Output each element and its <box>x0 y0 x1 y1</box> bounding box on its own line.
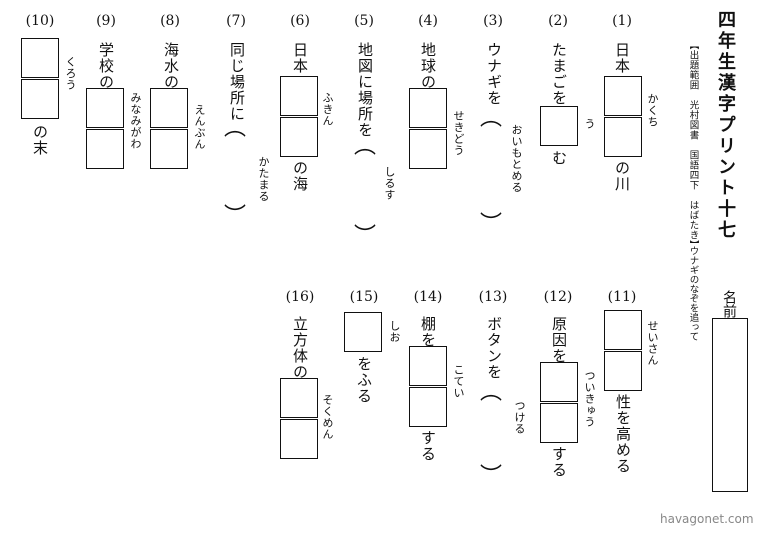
answer-box[interactable] <box>150 88 188 128</box>
answer-box[interactable] <box>344 312 382 352</box>
answer-box[interactable] <box>604 117 642 157</box>
answer-box[interactable] <box>604 351 642 391</box>
question-suffix: の末 <box>31 124 49 156</box>
answer-box[interactable] <box>280 117 318 157</box>
site-watermark: havagonet.com <box>660 512 754 526</box>
answer-box[interactable] <box>604 310 642 350</box>
paren-open: ︵ <box>480 106 503 131</box>
question-number: (1) <box>612 13 632 29</box>
answer-box[interactable] <box>280 76 318 116</box>
answer-box[interactable] <box>150 129 188 169</box>
answer-box[interactable] <box>21 79 59 119</box>
question-number: (5) <box>354 13 374 29</box>
furigana: くろう <box>64 56 77 91</box>
unit-title: ウナギのなぞを追って <box>687 246 699 341</box>
question-number: (10) <box>25 13 55 29</box>
answer-box[interactable] <box>540 403 578 443</box>
furigana: しお <box>388 320 401 343</box>
paren-open: ︵ <box>354 134 377 159</box>
question-prefix: 日本 <box>613 42 631 74</box>
answer-box[interactable] <box>409 129 447 169</box>
answer-blank[interactable] <box>216 138 252 212</box>
furigana: こてい <box>452 364 465 399</box>
answer-blank[interactable] <box>346 156 382 234</box>
question-number: (16) <box>285 289 315 305</box>
question-number: (8) <box>160 13 180 29</box>
question-suffix: する <box>419 430 437 462</box>
question-prefix: ボタンを <box>485 316 503 380</box>
furigana: おいもとめる <box>510 124 523 193</box>
question-prefix: 立方体の <box>291 316 309 380</box>
question-number: (4) <box>418 13 438 29</box>
question-suffix: の海 <box>291 160 309 192</box>
question-number: (15) <box>349 289 379 305</box>
name-field[interactable] <box>712 318 748 492</box>
paren-open: ︵ <box>224 116 247 141</box>
question-suffix: する <box>550 446 568 478</box>
furigana: みなみがわ <box>129 92 142 150</box>
question-number: (6) <box>290 13 310 29</box>
answer-box[interactable] <box>409 387 447 427</box>
question-prefix: 地球の <box>419 42 437 90</box>
answer-box[interactable] <box>540 362 578 402</box>
furigana: せいさん <box>646 320 659 366</box>
paren-open: ︵ <box>480 380 503 405</box>
answer-box[interactable] <box>604 76 642 116</box>
name-label: 名前 <box>721 290 737 318</box>
furigana: かたまる <box>257 156 270 202</box>
question-prefix: 学校の <box>97 42 115 90</box>
answer-box[interactable] <box>280 378 318 418</box>
furigana: えんぶん <box>193 104 206 150</box>
question-number: (13) <box>478 289 508 305</box>
answer-box[interactable] <box>280 419 318 459</box>
furigana: つける <box>513 400 526 435</box>
answer-box[interactable] <box>409 88 447 128</box>
furigana: しるす <box>383 166 396 201</box>
question-prefix: 海水の <box>162 42 180 90</box>
furigana: せきどう <box>452 110 465 156</box>
question-number: (3) <box>483 13 503 29</box>
paren-close: ︶ <box>480 464 503 489</box>
answer-box[interactable] <box>86 129 124 169</box>
page-title: 四年生漢字プリント十七 <box>715 10 736 241</box>
question-suffix: の川 <box>613 160 631 192</box>
question-number: (2) <box>548 13 568 29</box>
question-prefix: たまごを <box>550 42 568 106</box>
furigana: う <box>583 118 596 130</box>
question-prefix: ウナギを <box>485 42 503 106</box>
answer-box[interactable] <box>86 88 124 128</box>
answer-box[interactable] <box>21 38 59 78</box>
question-prefix: 日本 <box>291 42 309 74</box>
paren-close: ︶ <box>354 224 377 249</box>
furigana: そくめん <box>321 394 334 440</box>
question-suffix: をふる <box>355 356 373 404</box>
furigana: ついきゅう <box>583 370 596 428</box>
question-prefix: 地図に場所を <box>356 42 374 138</box>
question-prefix: 棚を <box>419 316 437 348</box>
question-suffix: む <box>550 150 568 166</box>
paren-close: ︶ <box>224 204 247 229</box>
question-number: (7) <box>226 13 246 29</box>
question-number: (9) <box>96 13 116 29</box>
furigana: かくち <box>646 93 659 128</box>
question-prefix: 同じ場所に <box>228 42 246 122</box>
question-number: (14) <box>413 289 443 305</box>
question-number: (12) <box>543 289 573 305</box>
answer-blank[interactable] <box>472 128 508 216</box>
question-prefix: 原因を <box>550 316 568 364</box>
question-suffix: 性を高める <box>614 394 632 474</box>
answer-box[interactable] <box>540 106 578 146</box>
question-number: (11) <box>607 289 637 305</box>
source-range: 【出題範囲 光村図書 国語四下 はばたき】 <box>687 40 699 250</box>
furigana: ふきん <box>321 92 334 127</box>
paren-close: ︶ <box>480 212 503 237</box>
answer-box[interactable] <box>409 346 447 386</box>
